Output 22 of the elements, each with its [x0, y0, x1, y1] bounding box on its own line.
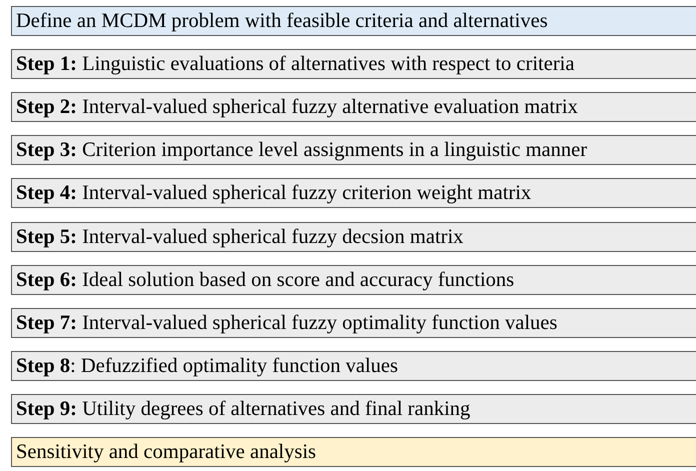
- step-text: Step 2: Interval-valued spherical fuzzy alternative evaluation matrix: [16, 95, 578, 120]
- step-box: [11, 394, 696, 424]
- step-text: Step 3: Criterion importance level assignments in a linguistic manner: [16, 138, 588, 162]
- step-box: [11, 6, 696, 36]
- step-box: [11, 437, 696, 467]
- step-text: Step 4: Interval-valued spherical fuzzy criterion weight matrix: [16, 181, 532, 206]
- step-box: [11, 92, 696, 122]
- step-box: [11, 222, 696, 252]
- step-text: Sensitivity and comparative analysis: [16, 440, 316, 464]
- step-box: [11, 350, 696, 381]
- step-text: Step 8: Defuzzified optimality function values: [16, 354, 398, 378]
- step-text: Step 9: Utility degrees of alternatives and final ranking: [16, 396, 470, 421]
- step-box: [11, 49, 696, 80]
- step-box: [11, 308, 696, 338]
- step-text: Step 7: Interval-valued spherical fuzzy optimality function values: [16, 310, 558, 335]
- step-box: [11, 178, 696, 208]
- step-box: [11, 135, 696, 166]
- step-box: [11, 264, 696, 295]
- step-text: Step 1: Linguistic evaluations of alternatives with respect to criteria: [16, 52, 574, 76]
- step-text: Define an MCDM problem with feasible criteria and alternatives: [16, 9, 548, 33]
- step-text: Step 5: Interval-valued spherical fuzzy decsion matrix: [16, 224, 464, 248]
- step-text: Step 6: Ideal solution based on score and accuracy functions: [16, 268, 514, 292]
